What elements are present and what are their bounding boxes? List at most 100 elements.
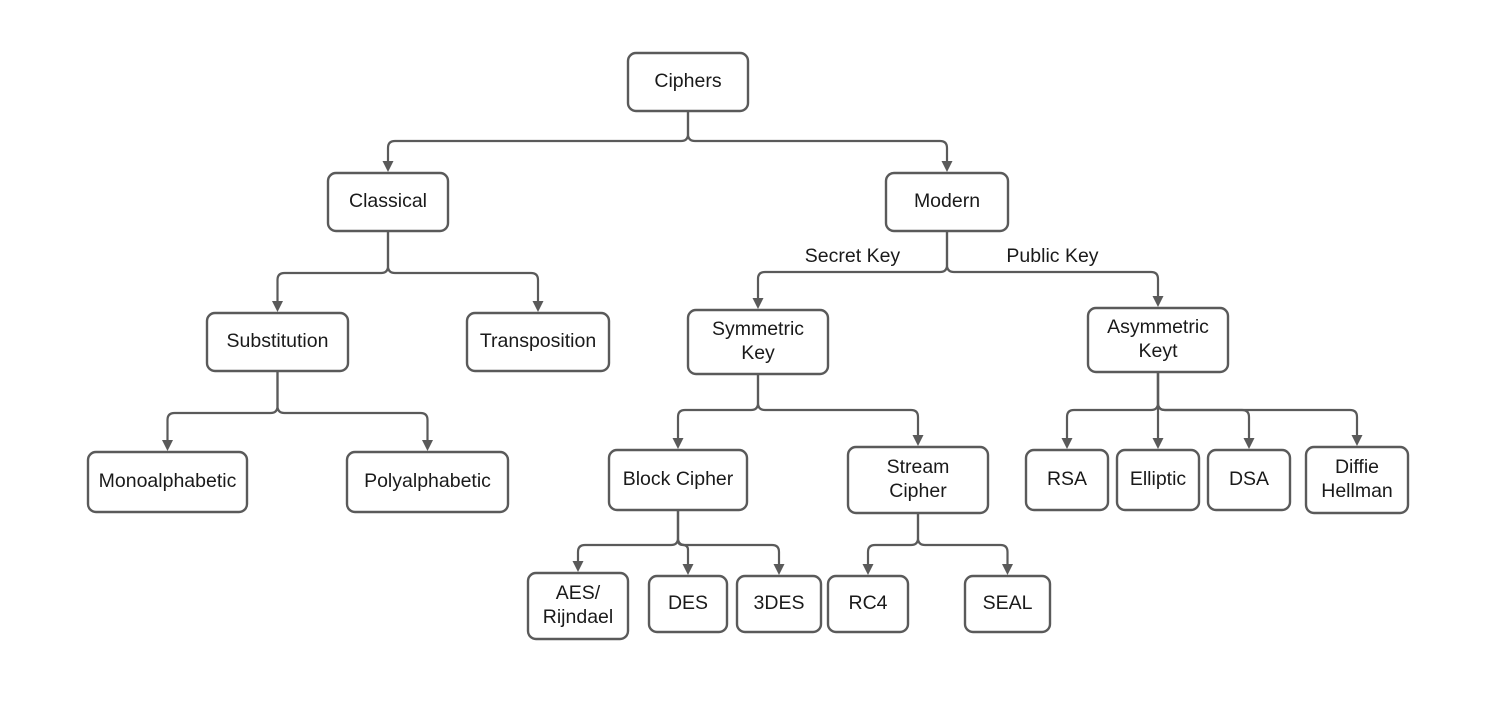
node-des[interactable]: DES [647, 574, 729, 634]
node-label-line: 3DES [754, 592, 805, 614]
node-label: Ciphers [654, 70, 721, 92]
edge-line [276, 371, 429, 440]
node-box[interactable] [1086, 306, 1230, 374]
arrowhead-icon [862, 564, 874, 575]
node-label: 3DES [754, 592, 805, 614]
node-box[interactable] [526, 571, 630, 641]
node-label-line: Elliptic [1130, 468, 1187, 490]
node-label-line: Polyalphabetic [364, 470, 491, 492]
node-label: DSA [1229, 468, 1269, 490]
edge-streamcipher-to-seal [916, 513, 1013, 575]
node-box[interactable] [86, 450, 249, 514]
edge-classical-to-substitution [272, 231, 390, 312]
arrowhead-icon [941, 161, 953, 172]
edge-line [1156, 372, 1359, 435]
node-label-line: DES [668, 592, 708, 614]
node-label: Elliptic [1130, 468, 1187, 490]
edge-line [756, 374, 920, 435]
node-substitution[interactable]: Substitution [205, 311, 350, 373]
node-label-line: RC4 [848, 592, 887, 614]
node-polyalphabetic[interactable]: Polyalphabetic [345, 450, 510, 514]
edge-substitution-to-monoalphabetic [162, 371, 279, 451]
edge-line [676, 510, 781, 564]
arrowhead-icon [572, 561, 584, 572]
node-label-line: Modern [914, 190, 980, 212]
edge-asymmetric-to-diffiehellman [1156, 372, 1363, 446]
node-label-line: SEAL [983, 592, 1033, 614]
node-label-line: Asymmetric [1107, 316, 1209, 338]
node-ciphers[interactable]: Ciphers [626, 51, 750, 113]
edge-line [386, 111, 690, 161]
node-box[interactable] [465, 311, 611, 373]
node-elliptic[interactable]: Elliptic [1115, 448, 1201, 512]
node-label-line: Hellman [1321, 480, 1393, 502]
edge-asymmetric-to-rsa [1061, 372, 1160, 449]
node-box[interactable] [686, 308, 830, 376]
arrowhead-icon [773, 564, 785, 575]
node-label: Classical [349, 190, 427, 212]
edge-ciphers-to-modern [686, 111, 953, 172]
node-seal[interactable]: SEAL [963, 574, 1052, 634]
node-classical[interactable]: Classical [326, 171, 450, 233]
arrowhead-icon [272, 301, 283, 312]
node-rsa[interactable]: RSA [1024, 448, 1110, 512]
node-monoalphabetic[interactable]: Monoalphabetic [86, 450, 249, 514]
node-label: Polyalphabetic [364, 470, 491, 492]
node-box[interactable] [607, 448, 749, 512]
node-box[interactable] [345, 450, 510, 514]
node-label-line: DSA [1229, 468, 1269, 490]
node-label-line: Rijndael [543, 606, 613, 628]
node-box[interactable] [1115, 448, 1201, 512]
arrowhead-icon [752, 298, 764, 309]
arrowhead-icon [532, 301, 544, 312]
node-label-line: Ciphers [654, 70, 721, 92]
arrowhead-icon [1243, 438, 1255, 449]
node-label-line: Stream [887, 456, 950, 478]
edge-line [676, 374, 760, 438]
node-blockcipher[interactable]: Block Cipher [607, 448, 749, 512]
arrowhead-icon [1152, 296, 1164, 307]
node-box[interactable] [735, 574, 823, 634]
node-label: RC4 [848, 592, 887, 614]
node-box[interactable] [846, 445, 990, 515]
node-transposition[interactable]: Transposition [465, 311, 611, 373]
node-box[interactable] [626, 51, 750, 113]
node-modern[interactable]: Modern [884, 171, 1010, 233]
node-box[interactable] [1024, 448, 1110, 512]
arrowhead-icon [682, 564, 694, 575]
node-label-line: AES/ [556, 582, 601, 604]
node-box[interactable] [884, 171, 1010, 233]
node-3des[interactable]: 3DES [735, 574, 823, 634]
node-dsa[interactable]: DSA [1206, 448, 1292, 512]
edge-line [866, 513, 920, 564]
node-label-line: Cipher [889, 480, 947, 502]
node-label-line: Block Cipher [623, 468, 734, 490]
node-box[interactable] [963, 574, 1052, 634]
node-box[interactable] [1206, 448, 1292, 512]
node-box[interactable] [826, 574, 910, 634]
node-box[interactable] [1304, 445, 1410, 515]
node-label-line: Keyt [1138, 340, 1178, 362]
edge-line [916, 513, 1009, 564]
edge-line [276, 231, 390, 301]
edge-line [1156, 372, 1251, 438]
edge-modern-to-symmetric [752, 231, 949, 309]
node-box[interactable] [205, 311, 350, 373]
node-aesrijndael[interactable]: AES/Rijndael [526, 571, 630, 641]
node-box[interactable] [647, 574, 729, 634]
node-rc4[interactable]: RC4 [826, 574, 910, 634]
node-label: Block Cipher [623, 468, 734, 490]
node-label-line: Monoalphabetic [99, 470, 237, 492]
edge-modern-to-asymmetric [945, 231, 1164, 307]
node-box[interactable] [326, 171, 450, 233]
edge-label: Public Key [1006, 245, 1098, 267]
